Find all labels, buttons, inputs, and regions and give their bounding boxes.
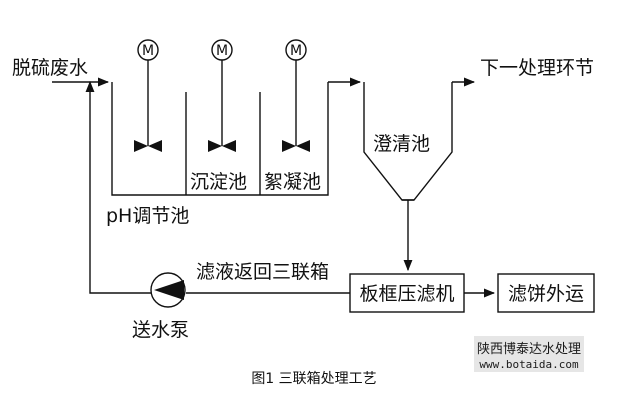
- triple-tank-outline: [111, 82, 329, 196]
- watermark-url: www.botaida.com: [479, 358, 579, 371]
- watermark: 陕西博泰达水处理 www.botaida.com: [474, 336, 584, 372]
- filtrate-return-label: 滤液返回三联箱: [196, 261, 329, 283]
- pump-label: 送水泵: [132, 319, 189, 341]
- filter-press-label: 板框压滤机: [359, 283, 454, 305]
- figure-caption: 图1 三联箱处理工艺: [251, 371, 376, 387]
- ph-tank-label: pH调节池: [106, 205, 189, 227]
- motor-label: M: [142, 43, 154, 59]
- agitator-blade-icon: [134, 140, 162, 152]
- agitator-2: M: [208, 39, 236, 152]
- agitator-blade-icon: [282, 140, 310, 152]
- next-stage-label: 下一处理环节: [480, 57, 594, 79]
- wastewater-in-label: 脱硫废水: [12, 57, 88, 79]
- watermark-bg: [474, 336, 584, 372]
- return-arrow: [85, 80, 151, 294]
- pump-arrow-icon: [154, 280, 184, 300]
- flocculation-tank-label: 絮凝池: [264, 171, 321, 193]
- pump: [150, 272, 186, 308]
- motor-label: M: [290, 43, 302, 59]
- agitator-3: M: [282, 39, 310, 152]
- watermark-name: 陕西博泰达水处理: [477, 342, 581, 357]
- agitator-blade-icon: [208, 140, 236, 152]
- clarifier-label: 澄清池: [373, 133, 430, 155]
- motor-label: M: [216, 43, 228, 59]
- agitator-1: M: [134, 39, 162, 152]
- filter-press-box: [349, 273, 465, 313]
- settling-tank-label: 沉淀池: [190, 171, 247, 193]
- cake-out-label: 滤饼外运: [508, 283, 584, 305]
- cake-out-box: [497, 273, 595, 313]
